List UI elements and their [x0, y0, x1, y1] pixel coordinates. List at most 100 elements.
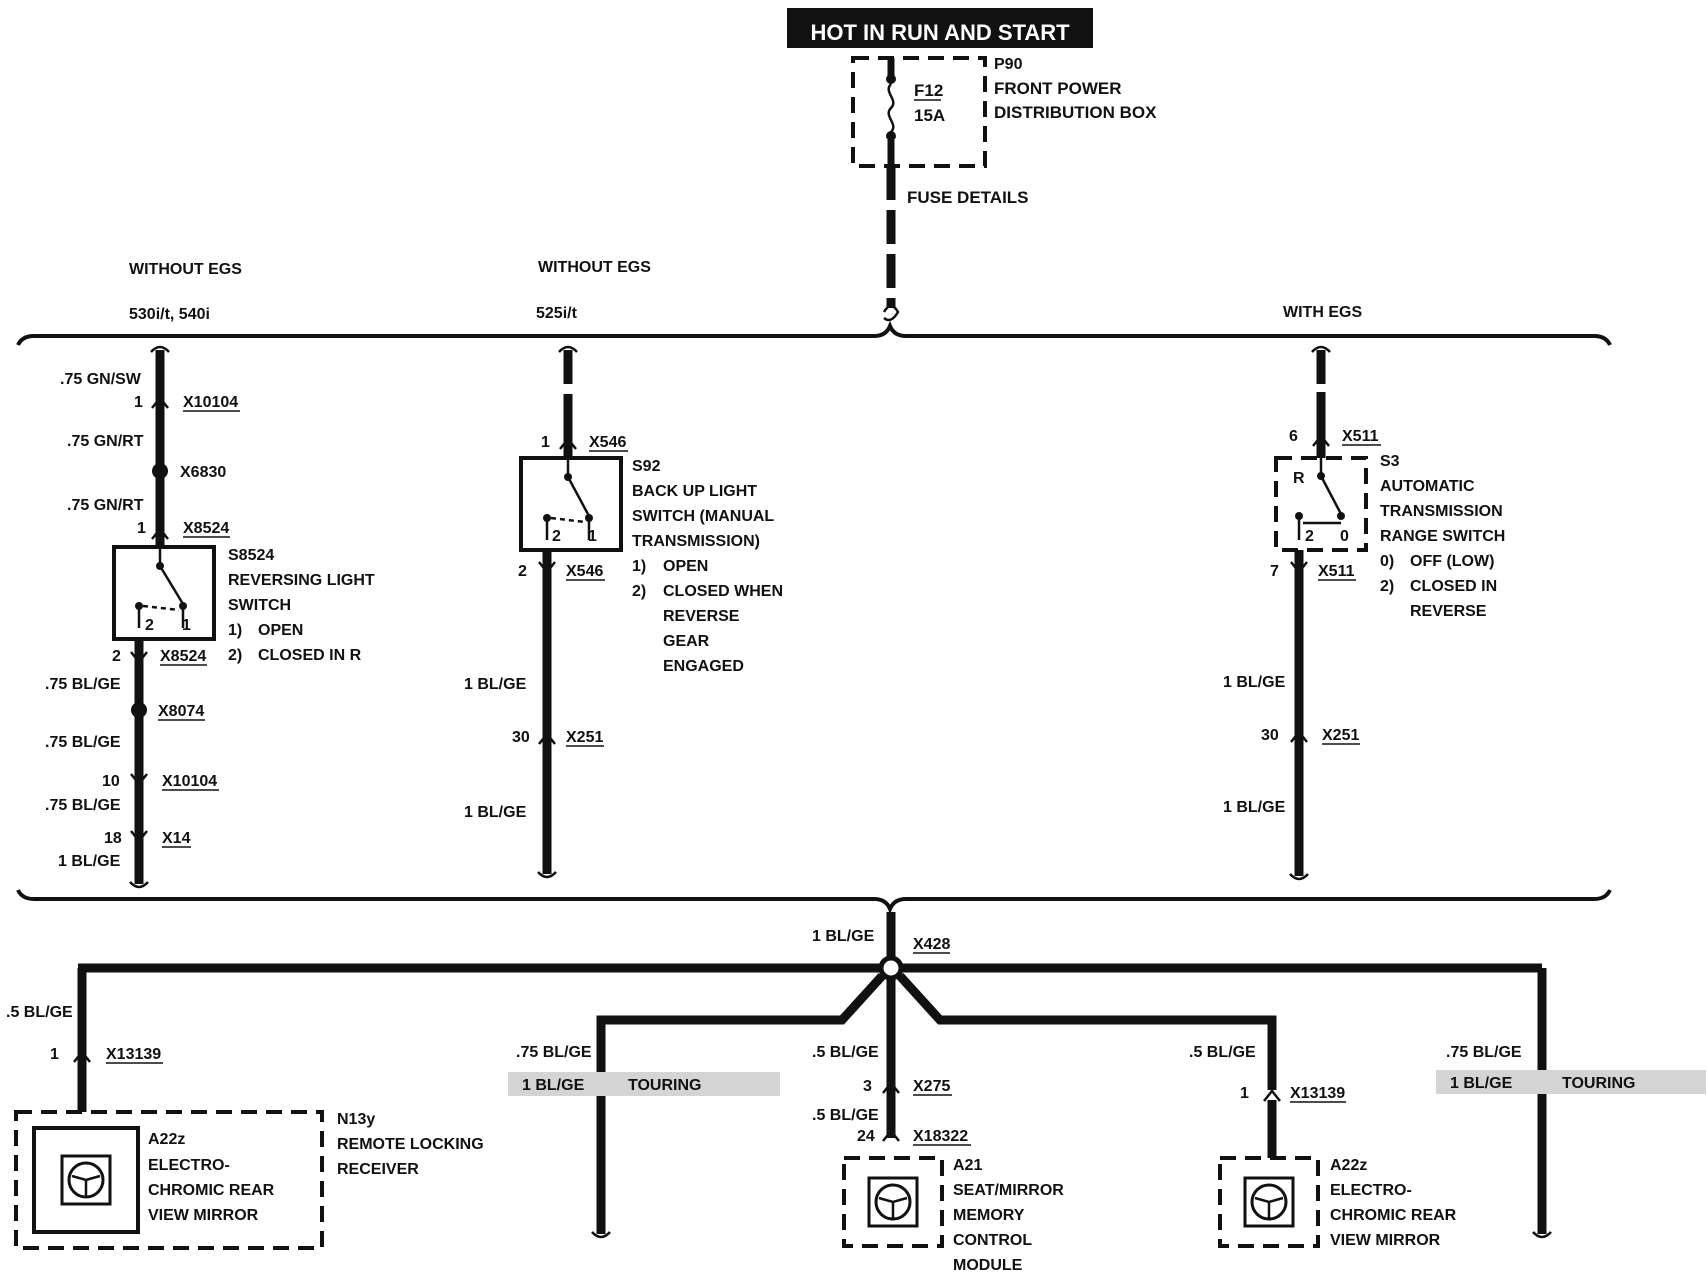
variant-middle-1: WITHOUT EGS — [538, 259, 651, 276]
lb-switch-id: S8524 — [228, 547, 274, 564]
mb-wire1: 1 BL/GE — [464, 676, 527, 693]
lb-pin2: 1 — [137, 520, 146, 537]
splice-dot — [152, 463, 168, 479]
left-group-1: REMOTE LOCKING — [337, 1136, 484, 1153]
fuse-details-label: FUSE DETAILS — [907, 188, 1029, 207]
far-left-conn: X13139 — [106, 1046, 161, 1063]
switch-s8524 — [112, 545, 216, 641]
rb-switch-2: TRANSMISSION — [1380, 503, 1503, 520]
rb-state1: OFF (LOW) — [1410, 553, 1494, 570]
right-wire: .5 BL/GE — [1189, 1044, 1256, 1061]
middle-branch: 1 X546 2 1 S92 BACK UP LIGHT SWITCH (MAN… — [464, 345, 783, 879]
module-a22z-right — [1218, 1156, 1320, 1248]
mb-switch-2: SWITCH (MANUAL — [632, 508, 774, 525]
right-module-3: VIEW MIRROR — [1330, 1232, 1441, 1249]
rb-state1-num: 0) — [1380, 553, 1394, 570]
lb-conn3: X8524 — [160, 648, 206, 665]
switch-s92 — [519, 456, 623, 552]
right-module-1: ELECTRO- — [1330, 1182, 1412, 1199]
junction — [878, 955, 904, 981]
mb-pin2: 2 — [518, 563, 527, 580]
touring-left-wire2: 1 BL/GE — [522, 1077, 585, 1094]
mb-conn3: X251 — [566, 729, 603, 746]
mb-switch-3: TRANSMISSION) — [632, 533, 760, 550]
mb-sw-pin-b: 1 — [588, 528, 597, 545]
rb-sw-pin-b: 0 — [1340, 528, 1349, 545]
lb-conn1: X10104 — [183, 394, 238, 411]
mb-state2-1: CLOSED WHEN — [663, 583, 783, 600]
center-module-2: MEMORY — [953, 1207, 1025, 1224]
fuse-box-name-2: DISTRIBUTION BOX — [994, 103, 1157, 122]
rb-pin2: 7 — [1270, 563, 1279, 580]
center-conn1: X275 — [913, 1078, 950, 1095]
lb-wire4: .75 BL/GE — [45, 676, 121, 693]
right-pin: 1 — [1240, 1085, 1249, 1102]
lb-state2: CLOSED IN R — [258, 647, 362, 664]
fuse-box-id: P90 — [994, 56, 1023, 73]
mb-state2-3: GEAR — [663, 633, 710, 650]
center-wire2: .5 BL/GE — [812, 1107, 879, 1124]
mb-state2-2: REVERSE — [663, 608, 740, 625]
variant-left-1: WITHOUT EGS — [129, 261, 242, 278]
touring-left-wire1: .75 BL/GE — [516, 1044, 592, 1061]
rb-pin3: 30 — [1261, 727, 1279, 744]
rb-wire1: 1 BL/GE — [1223, 674, 1286, 691]
mb-state2-num: 2) — [632, 583, 646, 600]
mb-pin3: 30 — [512, 729, 530, 746]
lb-sw-pin-a: 2 — [145, 617, 154, 634]
lb-wire6: .75 BL/GE — [45, 797, 121, 814]
mb-sw-pin-a: 2 — [552, 528, 561, 545]
lb-pin1: 1 — [134, 394, 143, 411]
left-module-id: A22z — [148, 1131, 185, 1148]
lb-pin5: 18 — [104, 830, 122, 847]
fuse-box-p90: F12 15A P90 FRONT POWER DISTRIBUTION BOX — [851, 56, 1157, 168]
top-bus — [16, 320, 1612, 346]
banner-text: HOT IN RUN AND START — [810, 20, 1070, 45]
mb-state1: OPEN — [663, 558, 708, 575]
lb-pin4: 10 — [102, 773, 120, 790]
lb-wire1: .75 GN/SW — [60, 371, 142, 388]
left-module-2: CHROMIC REAR — [148, 1182, 275, 1199]
mb-state1-num: 1) — [632, 558, 646, 575]
rb-state2-num: 2) — [1380, 578, 1394, 595]
rb-conn3: X251 — [1322, 727, 1359, 744]
touring-left-highlight — [508, 1072, 780, 1096]
center-module-id: A21 — [953, 1157, 982, 1174]
bottom-main-conn: X428 — [913, 936, 950, 953]
lb-state1: OPEN — [258, 622, 303, 639]
center-conn2: X18322 — [913, 1128, 968, 1145]
lb-state1-num: 1) — [228, 622, 242, 639]
right-module-id: A22z — [1330, 1157, 1367, 1174]
rb-state2-1: CLOSED IN — [1410, 578, 1497, 595]
fuse-id: F12 — [914, 81, 943, 100]
center-pin2: 24 — [857, 1128, 875, 1145]
lb-conn4: X10104 — [162, 773, 217, 790]
module-a21 — [842, 1156, 944, 1248]
rb-sw-pin-a: 2 — [1305, 528, 1314, 545]
lb-conn2: X8524 — [183, 520, 229, 537]
variant-middle-2: 525i/t — [536, 305, 578, 322]
mb-pin1: 1 — [541, 434, 550, 451]
bottom-main-wire: 1 BL/GE — [812, 928, 875, 945]
far-left-pin: 1 — [50, 1046, 59, 1063]
rb-conn2: X511 — [1318, 563, 1355, 580]
bottom-section: 1 BL/GE X428 .5 BL/GE 1 X13139 A22z ELEC… — [6, 912, 1706, 1274]
fuse-symbol — [887, 83, 895, 133]
fuse-box-name-1: FRONT POWER — [994, 79, 1122, 98]
mb-switch-1: BACK UP LIGHT — [632, 483, 757, 500]
switch-s3 — [1274, 456, 1368, 552]
lb-splice1: X6830 — [180, 464, 226, 481]
fuse-rating: 15A — [914, 106, 945, 125]
mb-switch-id: S92 — [632, 458, 661, 475]
mb-wire2: 1 BL/GE — [464, 804, 527, 821]
center-wire1: .5 BL/GE — [812, 1044, 879, 1061]
rb-switch-id: S3 — [1380, 453, 1400, 470]
touring-right-highlight — [1436, 1070, 1706, 1094]
right-conn: X13139 — [1290, 1085, 1345, 1102]
lb-pin3: 2 — [112, 648, 121, 665]
far-left-wire: .5 BL/GE — [6, 1004, 73, 1021]
rb-conn1: X511 — [1342, 428, 1379, 445]
module-group-n13y — [14, 1110, 324, 1250]
left-group-2: RECEIVER — [337, 1161, 419, 1178]
